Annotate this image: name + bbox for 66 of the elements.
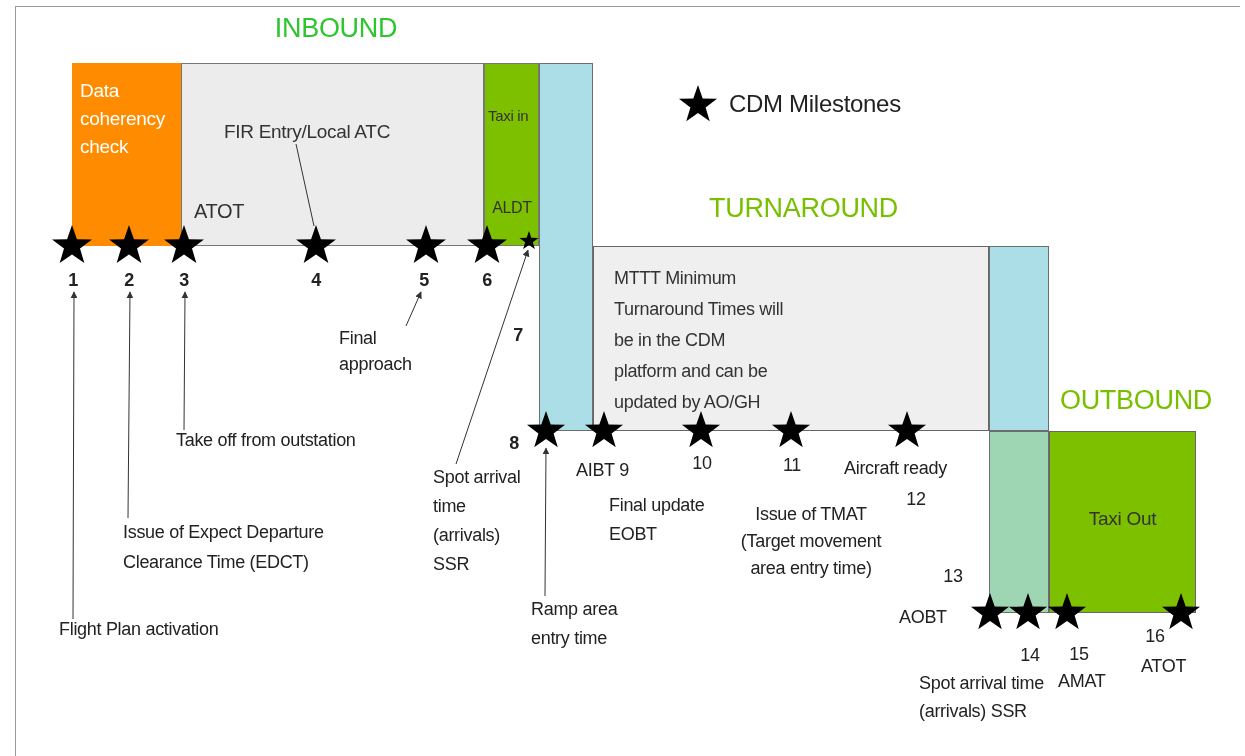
milestone-number: 11 [781,454,803,476]
milestone-star [1008,593,1048,630]
milestone-star [1161,593,1201,630]
milestone-star [970,593,1010,630]
milestone-number: 2 [119,269,139,291]
phase-box: MTTT Minimum Turnaround Times will be in the CDM platform and can be updated by AO/GH [593,246,989,431]
milestone-number: 5 [414,269,434,291]
milestone-star [108,225,150,263]
leader-line [295,143,315,227]
milestone-note: Final update EOBT [609,494,706,546]
milestone-number: 6 [481,269,493,291]
milestone-note: Ramp area entry time [531,595,631,653]
milestone-star [405,225,447,263]
milestone-note: Flight Plan activation [59,618,259,640]
phase-heading: OUTBOUND [1058,389,1214,411]
milestone-star [163,225,205,263]
milestone-number: 3 [174,269,194,291]
milestone-note: Final approach [339,325,434,377]
time-band [989,246,1049,431]
phase-label: FIR Entry/Local ATC [224,121,434,143]
phase-heading: TURNAROUND [708,197,899,219]
time-band [989,431,1049,613]
milestone-star [1047,593,1087,630]
milestone-star [526,411,566,448]
milestone-code: ALDT [491,198,533,218]
milestone-star [887,411,927,448]
milestone-number: 7 [512,324,524,346]
milestone-note: Aircraft ready [844,457,948,479]
milestone-number: 15 [1068,643,1090,665]
milestone-star [295,225,337,263]
milestone-note: Issue of TMAT (Target movement area entry time) [739,503,883,580]
leader-arrow [542,447,550,597]
milestone-star [51,225,93,263]
phase-box [181,63,484,246]
time-band [539,63,593,431]
milestone-number: 12 [905,488,927,510]
milestone-number: 4 [310,269,323,291]
milestone-code: AMAT [1058,670,1107,692]
milestone-code: AOBT [899,606,948,628]
milestone-star [771,411,811,448]
milestone-note: Spot arrival time (arrivals) SSR [433,463,521,579]
milestone-code: ATOT [194,200,246,222]
legend-label: CDM Milestones [729,90,902,118]
phase-box: Data coherency check [72,63,181,246]
leader-arrow [455,249,530,465]
leader-arrow [126,291,134,519]
milestone-number: 10 [691,452,713,474]
milestone-code: AIBT 9 [576,459,630,481]
milestone-number: 14 [1019,644,1041,666]
leader-arrow [181,291,189,431]
phase-box: Taxi Out [1049,431,1196,613]
milestone-star [584,411,624,448]
milestone-code: ATOT [1141,655,1188,677]
phase-heading: INBOUND [273,17,399,39]
leader-arrow [405,291,422,327]
milestone-star [519,231,539,250]
milestone-note: Take off from outstation [176,429,401,451]
leader-arrow [70,291,78,620]
milestone-note: Issue of Expect Departure Clearance Time (EDCT) [123,517,363,577]
milestone-star [681,411,721,448]
milestone-number: 8 [508,432,520,454]
milestone-number: 16 [1144,625,1166,647]
milestone-note: Spot arrival time (arrivals) SSR [919,672,1045,723]
milestone-star [466,225,508,263]
milestone-number: 13 [942,565,964,587]
milestone-number: 1 [63,269,83,291]
